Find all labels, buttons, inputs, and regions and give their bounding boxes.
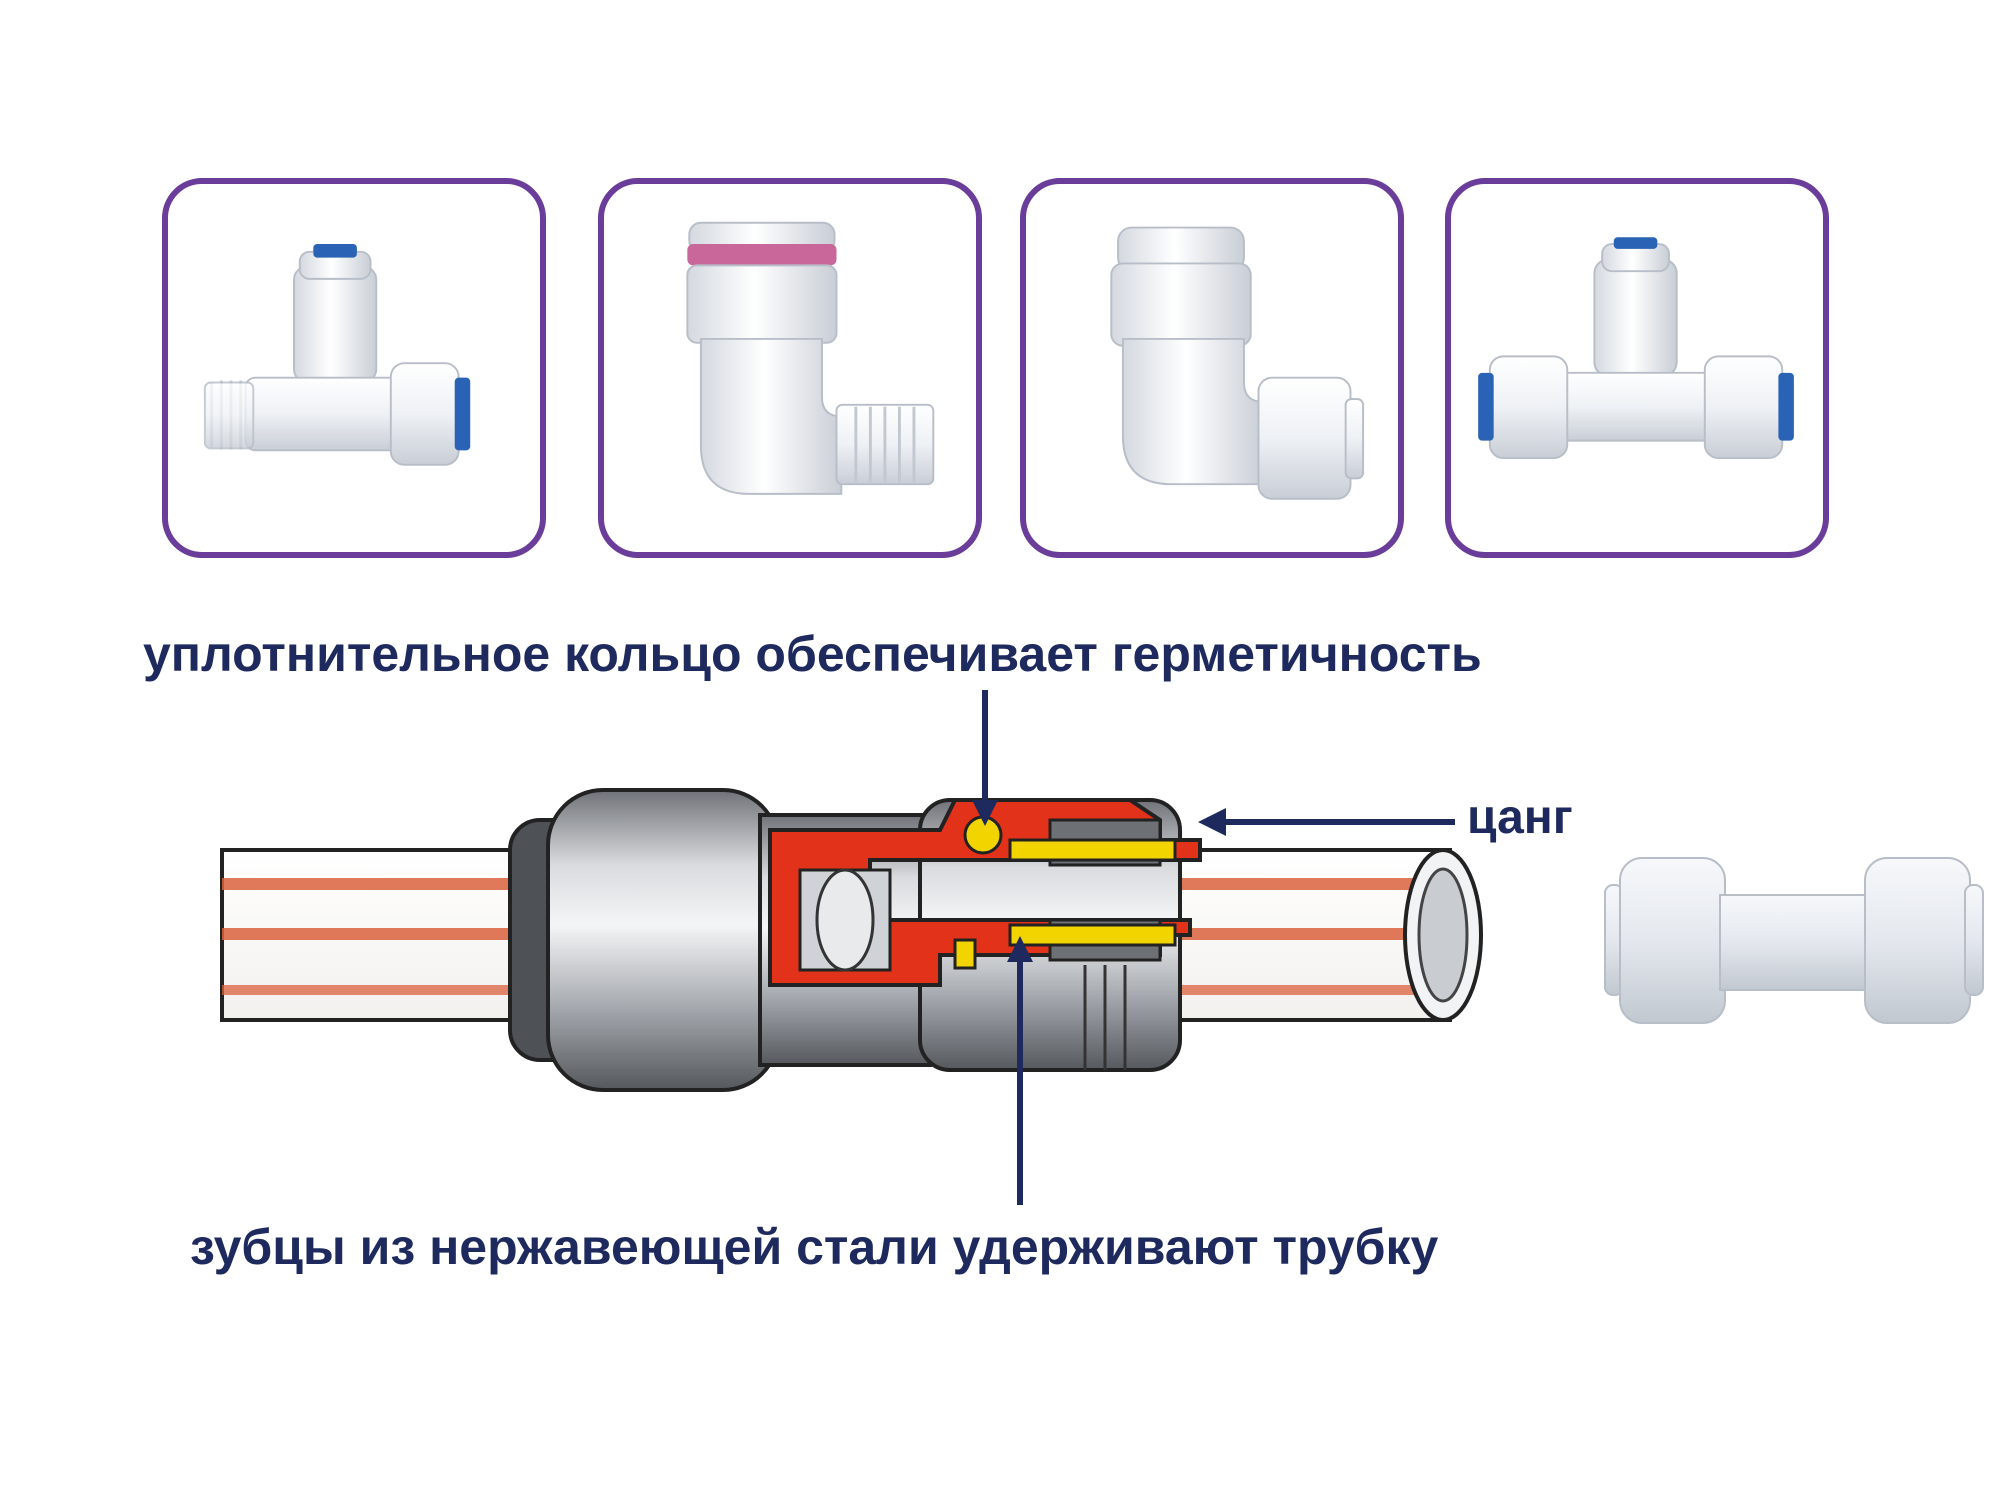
elbow-fitting-threaded-icon [686,221,935,495]
fitting-card-tee-threaded [162,178,546,558]
seal-ring-label: уплотнительное кольцо обеспечивает герме… [143,626,1482,682]
pointer-steel-teeth [1007,936,1033,1205]
steel-teeth-label: зубцы из нержавеющей стали удерживают тр… [190,1219,1439,1275]
collet-label: цанг [1467,791,1573,844]
tee-fitting-threaded-icon [203,244,471,466]
cutaway-section [768,798,1202,987]
tee-fitting-icon [1478,237,1794,460]
pointer-collet [1198,808,1455,836]
fitting-card-elbow-threaded [598,178,982,558]
straight-connector-icon [1604,857,1984,1024]
pointer-seal-ring [972,690,998,826]
elbow-fitting-icon [1110,226,1365,500]
fitting-card-tee [1445,178,1829,558]
fitting-card-elbow [1020,178,1404,558]
